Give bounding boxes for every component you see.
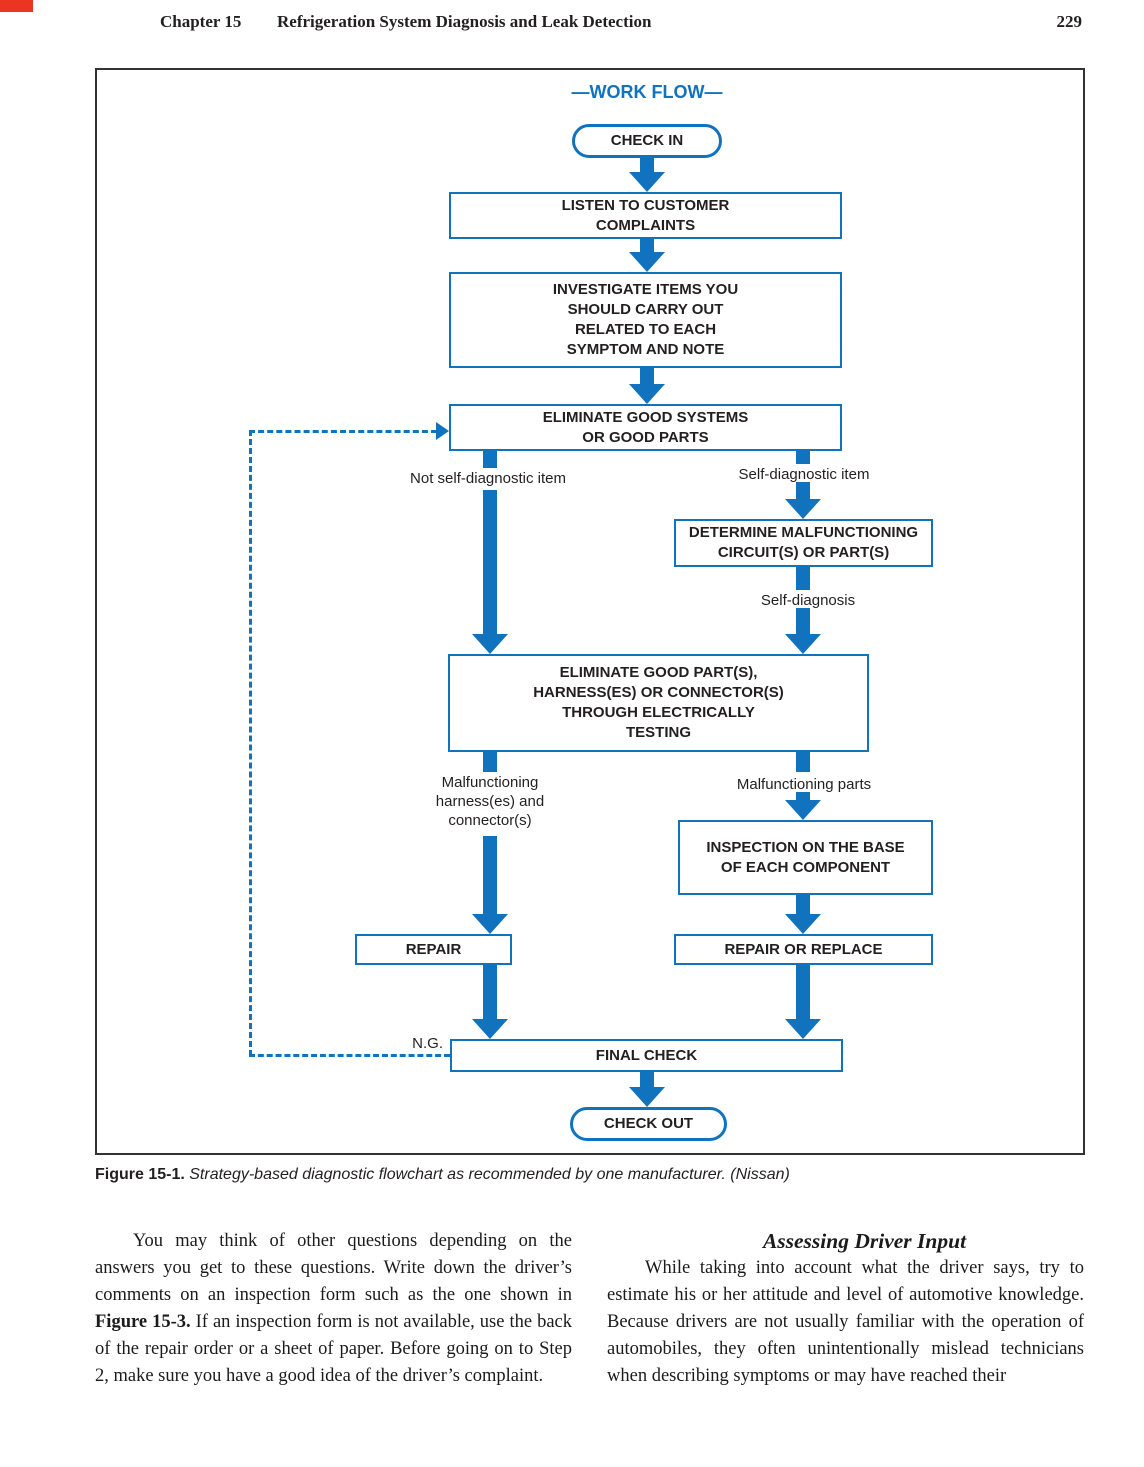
figure-caption-text: Strategy-based diagnostic flowchart as r… [184,1166,790,1183]
body-right-column: Assessing Driver Input While taking into… [607,1228,1084,1390]
node-check-in: CHECK IN [572,124,722,158]
node-listen-to-customer-complaints: LISTEN TO CUSTOMER COMPLAINTS [449,192,842,239]
arrow-shaft [640,368,654,386]
body-columns: You may think of other questions dependi… [95,1228,1085,1390]
arrow-shaft [483,836,497,914]
arrow-down-icon [785,800,821,820]
figure-frame: —WORK FLOW— CHECK IN LISTEN TO CUSTOMER … [95,68,1085,1155]
dashed-feedback-line-top [249,430,437,433]
arrow-down-icon [629,384,665,404]
node-determine-malfunctioning: DETERMINE MALFUNCTIONING CIRCUIT(S) OR P… [674,519,933,567]
node-investigate-items: INVESTIGATE ITEMS YOU SHOULD CARRY OUT R… [449,272,842,368]
arrow-down-icon [785,914,821,934]
arrow-down-icon [785,1019,821,1039]
branch-label-self-diagnostic: Self-diagnostic item [734,464,874,485]
node-inspection-each-component: INSPECTION ON THE BASE OF EACH COMPONENT [678,820,933,895]
body-left-column: You may think of other questions dependi… [95,1228,572,1390]
branch-label-not-self-diagnostic: Not self-diagnostic item [406,468,570,489]
arrow-shaft [796,895,810,916]
arrow-shaft [640,239,654,254]
branch-label-malfunctioning-harness: Malfunctioning harness(es) and connector… [431,772,549,831]
arrow-shaft [640,158,654,174]
arrow-shaft [483,752,497,772]
body-right-paragraph: While taking into account what the drive… [607,1258,1084,1386]
arrow-shaft [483,965,497,1021]
arrow-shaft [796,752,810,772]
arrow-shaft [796,567,810,590]
node-final-check: FINAL CHECK [450,1039,843,1072]
arrow-down-icon [472,1019,508,1039]
branch-label-malfunctioning-parts: Malfunctioning parts [732,774,876,795]
workflow-title: —WORK FLOW— [571,82,723,102]
figure-caption-label: Figure 15-1. [95,1166,185,1183]
section-heading: Assessing Driver Input [762,1229,967,1253]
arrow-down-icon [785,499,821,519]
arrow-down-icon [629,1087,665,1107]
figure-reference: Figure 15-3. [95,1312,191,1332]
body-left-paragraph: You may think of other questions dependi… [95,1228,572,1390]
scan-artifact-mark [0,0,33,12]
body-left-text-continued: If an inspection form is not available, … [95,1312,572,1386]
chapter-title: Refrigeration System Diagnosis and Leak … [277,12,652,31]
chapter-label: Chapter 15 [160,12,242,31]
node-eliminate-good-systems: ELIMINATE GOOD SYSTEMS OR GOOD PARTS [449,404,842,451]
page-number: 229 [1056,12,1083,31]
arrow-down-icon [629,252,665,272]
arrow-shaft [796,608,810,634]
arrow-down-icon [785,634,821,654]
branch-label-self-diagnosis: Self-diagnosis [756,590,860,611]
label-ng: N.G. [410,1035,445,1052]
arrow-shaft [483,490,497,634]
arrow-down-icon [629,172,665,192]
figure-caption: Figure 15-1. Strategy-based diagnostic f… [95,1166,1085,1184]
arrow-shaft [796,482,810,499]
arrow-shaft [483,451,497,468]
arrow-shaft [640,1072,654,1089]
body-left-text: You may think of other questions dependi… [95,1231,572,1305]
arrow-down-icon [472,914,508,934]
node-check-out: CHECK OUT [570,1107,727,1141]
node-repair-or-replace: REPAIR OR REPLACE [674,934,933,965]
arrow-down-icon [472,634,508,654]
arrow-shaft [796,965,810,1021]
dashed-feedback-line-bottom [249,1054,450,1057]
arrow-right-icon [436,422,449,440]
arrow-shaft [796,451,810,466]
node-repair: REPAIR [355,934,512,965]
dashed-feedback-line-vertical [249,430,252,1056]
node-eliminate-good-parts: ELIMINATE GOOD PART(S), HARNESS(ES) OR C… [448,654,869,752]
arrow-shaft [796,792,810,802]
